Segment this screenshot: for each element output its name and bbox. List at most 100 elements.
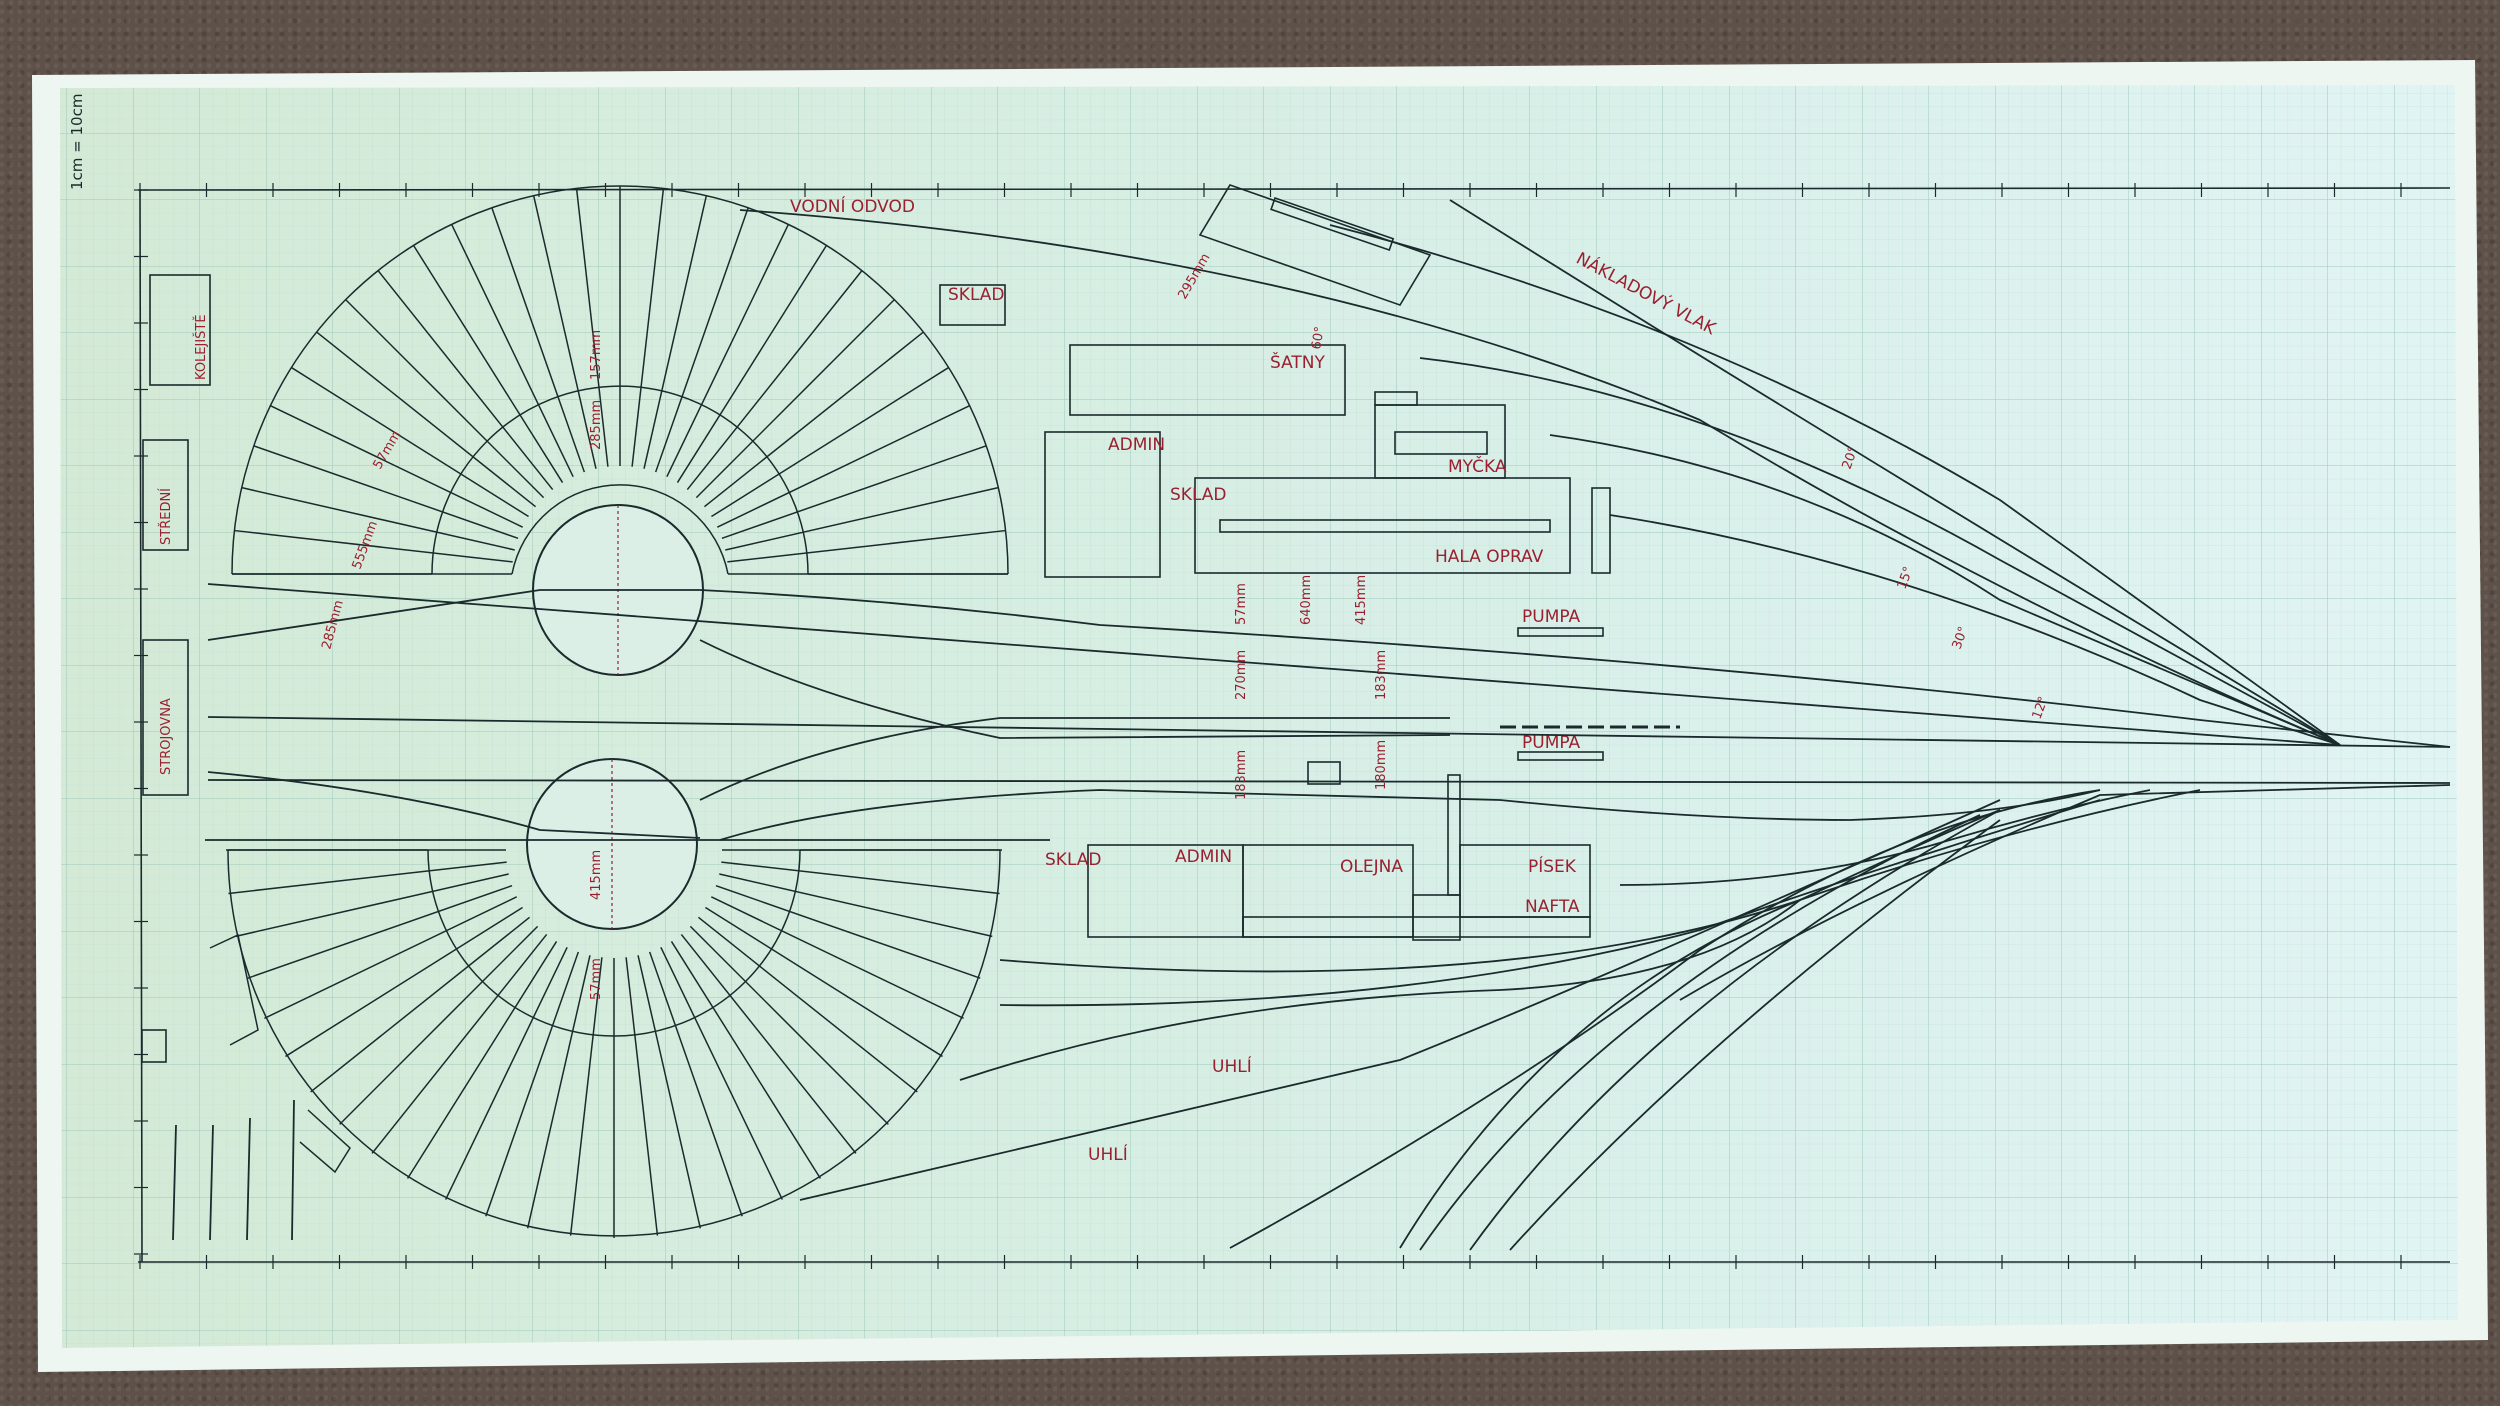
dimension-label: 15° — [1895, 565, 1917, 592]
roundhouse-stall-line — [697, 916, 918, 1093]
roundhouse-stall-line — [643, 195, 708, 469]
roundhouse-stall-line — [316, 331, 537, 508]
mycka-label: MYČKA — [1448, 455, 1507, 477]
left-box-1-label: KOLEJIŠTĚ — [193, 314, 209, 380]
left-box-2 — [142, 439, 189, 551]
pumpa2-label: PUMPA — [1522, 733, 1581, 753]
roundhouse-stall-line — [711, 366, 949, 518]
roundhouse-stall-line — [721, 445, 987, 540]
roundhouse-stall-line — [412, 245, 564, 483]
upper-roundhouse — [231, 185, 1009, 575]
track-network — [172, 199, 2451, 1251]
roundhouse-stall-line — [705, 906, 943, 1058]
roundhouse-stall-line — [721, 861, 1000, 895]
dimension-label: 57mm — [1234, 583, 1249, 625]
dimension-label: 12° — [2030, 695, 2052, 722]
roundhouse-stall-line — [670, 941, 822, 1179]
roundhouse-stall-line — [264, 896, 518, 1020]
left-box-3-label: STROJOVNA — [159, 698, 174, 775]
dimension-label: 157mm — [589, 330, 604, 380]
scale-note: 1cm = 10cm — [68, 94, 86, 190]
dimension-label: 183mm — [1374, 650, 1389, 700]
roundhouse-stall-line — [719, 873, 993, 938]
roundhouse-stall-line — [666, 224, 790, 478]
dimension-label: 285mm — [589, 400, 604, 450]
roundhouse-stall-line — [345, 299, 545, 499]
uhli-label-2: UHLÍ — [1088, 1143, 1128, 1165]
roundhouse-stall-line — [680, 933, 857, 1154]
roundhouse-stall-line — [625, 957, 659, 1236]
pumpa-platform — [1517, 627, 1604, 637]
roundhouse-stall-line — [703, 331, 924, 508]
roundhouse-stall-line — [291, 366, 529, 518]
roundhouse-stall-line — [569, 957, 603, 1236]
roundhouse-stall-line — [228, 861, 507, 895]
roundhouse-stall-line — [648, 951, 743, 1217]
roundhouse-stall-line — [285, 906, 523, 1058]
roundhouse-stall-line — [241, 486, 515, 551]
sklad-top-building — [939, 284, 1006, 326]
olejna-label: OLEJNA — [1340, 857, 1403, 877]
left-box-3 — [142, 639, 189, 796]
roundhouse-stall-line — [234, 529, 513, 563]
admin-top-label: ADMIN — [1108, 435, 1165, 455]
roundhouse-stall-line — [491, 207, 586, 473]
dimension-label: 640mm — [1299, 575, 1314, 625]
roundhouse-stall-line — [631, 188, 665, 467]
dimension-label: 415mm — [1354, 575, 1369, 625]
dimension-label: 270mm — [1234, 650, 1249, 700]
sklad-mid-label: SKLAD — [1170, 485, 1227, 505]
roundhouse-stall-line — [371, 933, 548, 1154]
roundhouse-stall-line — [716, 404, 970, 528]
roundhouse-stall-line — [727, 529, 1006, 563]
roundhouse-stall-line — [654, 207, 749, 473]
sklad-bottom-label: SKLAD — [1045, 850, 1102, 870]
dimension-label: 60° — [1309, 325, 1328, 350]
roundhouse-stall-line — [406, 941, 558, 1179]
left-box-2-label: STŘEDNÍ — [158, 488, 174, 545]
roundhouse-stall-line — [676, 245, 828, 483]
uhli-label-1: UHLÍ — [1212, 1055, 1252, 1077]
pumpa-label: PUMPA — [1522, 607, 1581, 627]
lower-roundhouse — [209, 849, 1002, 1238]
admin-top-building — [1044, 431, 1161, 578]
roundhouse-stall-line — [444, 946, 568, 1200]
roundhouse-stall-line — [532, 195, 597, 469]
roundhouse-stall-line — [310, 916, 531, 1093]
roundhouse-stall-line — [235, 873, 509, 938]
satny-building — [1069, 344, 1346, 416]
axis-ticks — [134, 183, 2402, 1269]
dimension-label: 30° — [1950, 625, 1972, 652]
roundhouse-stall-line — [485, 951, 580, 1217]
mycka-building — [1374, 404, 1506, 479]
roundhouse-stall-line — [710, 896, 964, 1020]
dimension-label: 57mm — [589, 958, 604, 1000]
dimension-label: 183mm — [1234, 750, 1249, 800]
roundhouse-stall-line — [270, 404, 524, 528]
roundhouse-stall-line — [575, 188, 609, 467]
roundhouse-stall-line — [686, 270, 863, 491]
pisek-label: PÍSEK — [1528, 855, 1577, 877]
roundhouse-stall-line — [689, 925, 889, 1125]
roundhouse-stall-line — [725, 486, 999, 551]
sklad-top-label: SKLAD — [948, 285, 1005, 305]
roundhouse-stall-line — [715, 884, 981, 979]
vodni-odvod-label: VODNÍ ODVOD — [790, 195, 915, 217]
roundhouse-stall-line — [377, 270, 554, 491]
roundhouse-stall-line — [637, 955, 702, 1229]
dimension-label: 415mm — [589, 850, 604, 900]
hala-oprav-label: HALA OPRAV — [1435, 547, 1544, 567]
left-box-1 — [149, 274, 211, 386]
roundhouse-stall-line — [660, 946, 784, 1200]
nafta-label: NAFTA — [1525, 897, 1580, 917]
roundhouse-stall-line — [450, 224, 574, 478]
roundhouse-stall-line — [339, 925, 539, 1125]
roundhouse-stall-line — [695, 299, 895, 499]
dimension-label: 20° — [1840, 445, 1862, 472]
roundhouse-stall-line — [253, 445, 519, 540]
satny-label: ŠATNY — [1270, 351, 1326, 373]
roundhouse-stall-line — [526, 955, 591, 1229]
pumpa2-platform — [1517, 751, 1604, 761]
